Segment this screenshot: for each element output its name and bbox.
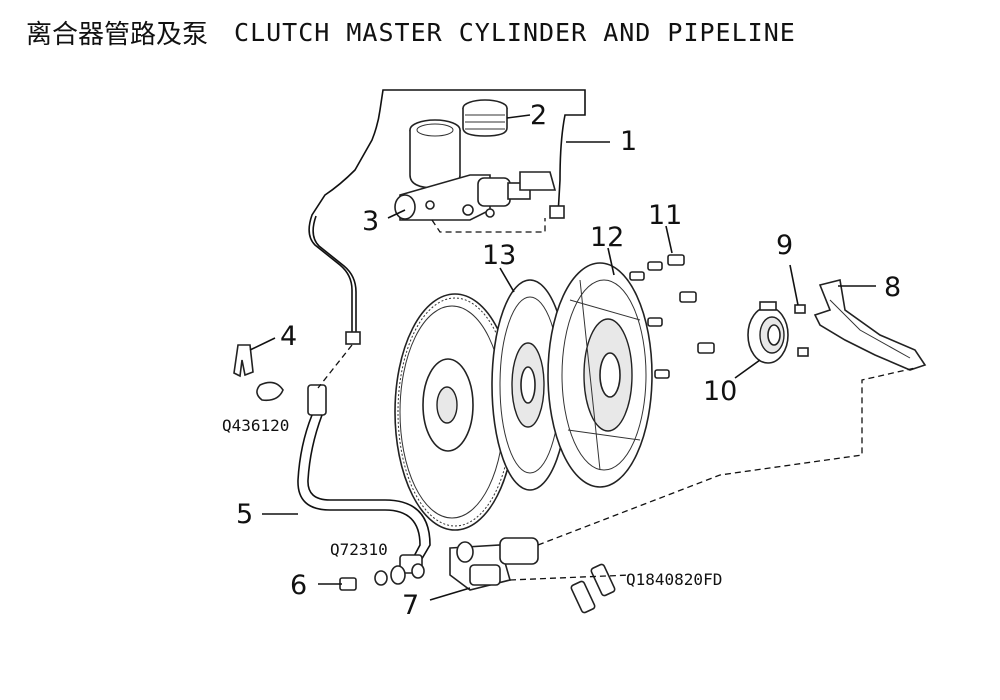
part-9-clips — [794, 304, 809, 357]
code-q1840820fd: Q1840820FD — [626, 570, 722, 589]
part-10-release-bearing — [747, 301, 789, 364]
code-q72310: Q72310 — [330, 540, 388, 559]
callout-13: 13 — [482, 240, 516, 271]
callout-4: 4 — [280, 321, 297, 352]
dash-slave-to-fork — [537, 367, 916, 546]
part-2-reservoir-cap — [462, 99, 508, 137]
callout-6: 6 — [290, 570, 307, 601]
dash-pipe-to-hose — [317, 344, 353, 389]
callout-2: 2 — [530, 100, 547, 131]
callout-8: 8 — [884, 272, 901, 303]
callout-10: 10 — [703, 376, 737, 407]
title-chinese: 离合器管路及泵 — [26, 19, 209, 50]
dash-slave-bolts — [509, 574, 631, 581]
part-7-slave-cylinder — [449, 537, 616, 614]
part-1-clutch-pipe — [308, 89, 586, 345]
code-q436120: Q436120 — [222, 416, 289, 435]
part-4-clip — [233, 344, 284, 402]
part-8-release-fork — [813, 279, 927, 371]
callout-5: 5 — [236, 499, 253, 530]
title-english: CLUTCH MASTER CYLINDER AND PIPELINE — [234, 17, 796, 47]
part-11-bolts — [629, 254, 715, 379]
callout-9: 9 — [776, 230, 793, 261]
part-12-pressure-plate — [547, 262, 653, 488]
callout-12: 12 — [590, 222, 624, 253]
part-6-banjo-bolt — [339, 563, 425, 591]
pipe-end-fitting — [345, 331, 361, 345]
callout-1: 1 — [620, 126, 637, 157]
page-title: 离合器管路及泵 CLUTCH MASTER CYLINDER AND PIPEL… — [26, 12, 796, 52]
pipe-master-fitting — [549, 205, 565, 219]
part-13-clutch-disc — [491, 279, 569, 491]
callout-11: 11 — [648, 200, 682, 231]
callout-7: 7 — [402, 590, 419, 621]
callout-3: 3 — [362, 206, 379, 237]
leader-lines — [249, 114, 876, 601]
